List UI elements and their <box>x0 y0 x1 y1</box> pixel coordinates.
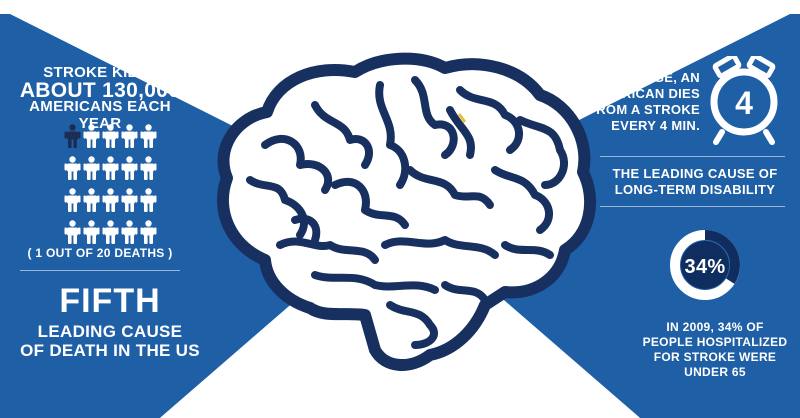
hospitalized-line4: UNDER 65 <box>684 365 746 379</box>
person-icon <box>102 188 119 212</box>
person-icon <box>121 188 138 212</box>
ratio-caption: ( 1 OUT OF 20 DEATHS ) <box>27 246 173 260</box>
alarm-clock-icon: 4 <box>710 56 778 145</box>
person-icon <box>121 156 138 180</box>
person-icon <box>102 124 119 148</box>
person-icon <box>64 156 81 180</box>
hospitalized-line2: PEOPLE HOSPITALIZED <box>642 335 788 349</box>
hospitalized-line1: IN 2009, 34% OF <box>666 320 764 334</box>
rank-word: FIFTH <box>59 282 161 320</box>
person-icon <box>64 188 81 212</box>
person-icon <box>140 220 157 244</box>
average-line2: AMERICAN DIES <box>592 86 700 101</box>
disability-line1: THE LEADING CAUSE OF <box>612 166 778 181</box>
left-divider <box>20 270 180 271</box>
person-icon <box>140 188 157 212</box>
percent-ring-chart <box>670 230 740 300</box>
average-line3: FROM A STROKE <box>588 102 700 117</box>
person-icon <box>83 188 100 212</box>
right-divider-top <box>600 156 785 157</box>
deaths-count-line: ABOUT 130,000 <box>19 79 181 102</box>
person-icon-highlighted <box>64 124 81 148</box>
person-icon <box>102 220 119 244</box>
person-icon <box>83 124 100 148</box>
person-icon <box>121 124 138 148</box>
rank-caption-line1: LEADING CAUSE <box>37 322 183 341</box>
disability-line2: LONG-TERM DISABILITY <box>614 182 776 197</box>
clock-number: 4 <box>735 85 753 121</box>
hospitalized-line3: FOR STROKE WERE <box>653 350 777 364</box>
average-line4: EVERY 4 MIN. <box>611 118 700 133</box>
percent-label: 34% <box>684 256 726 278</box>
brain-outline <box>217 52 597 371</box>
stroke-kills-line: STROKE KILLS <box>43 64 157 81</box>
brain-icon <box>217 52 597 371</box>
average-line1: ON AVERAGE, AN <box>584 70 700 85</box>
people-grid <box>64 124 159 244</box>
brain-folds <box>246 76 568 349</box>
ring-center <box>681 241 729 289</box>
person-icon <box>121 220 138 244</box>
person-icon <box>140 156 157 180</box>
person-icon <box>140 124 157 148</box>
person-icon <box>83 220 100 244</box>
accent-tick-mark <box>457 113 467 123</box>
ring-progress <box>670 230 740 300</box>
rank-caption-line2: OF DEATH IN THE US <box>20 341 200 360</box>
person-icon <box>102 156 119 180</box>
blue-bowtie-panel <box>0 14 800 418</box>
person-icon <box>83 156 100 180</box>
right-divider-bottom <box>600 206 785 207</box>
person-icon <box>64 220 81 244</box>
